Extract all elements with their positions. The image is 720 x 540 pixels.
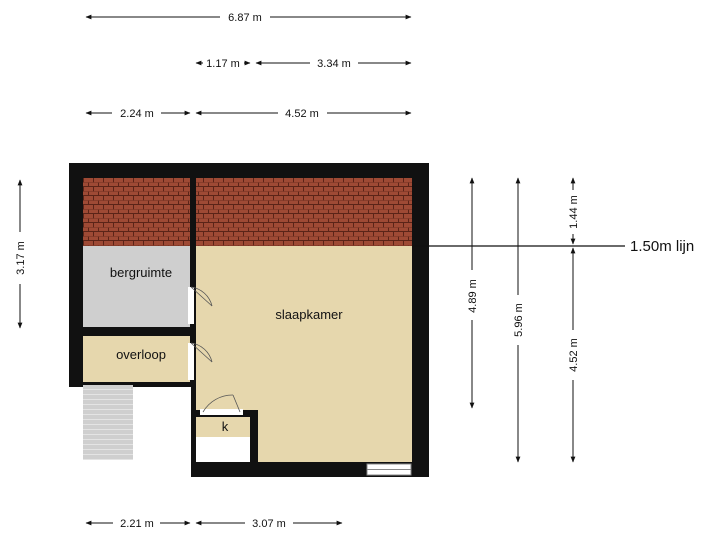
dimension-right-top: 1.44 m — [568, 177, 580, 245]
dimension-label: 3.34 m — [317, 58, 351, 70]
dimension-label: 4.52 m — [285, 108, 319, 120]
dimension-top-mid-left: 1.17 m — [195, 58, 251, 70]
dimension-label: 2.21 m — [120, 518, 154, 530]
dimension-left-height: 3.17 m — [15, 179, 27, 329]
dimension-label: 6.87 m — [228, 12, 262, 24]
dimension-right-outer: 5.96 m — [513, 177, 525, 463]
dimension-label: 4.52 m — [568, 338, 580, 372]
room-label-closet: k — [222, 419, 229, 434]
door-closet — [200, 394, 243, 415]
roof-tiles-right — [196, 178, 412, 246]
dimension-top-mid-right: 3.34 m — [255, 58, 412, 70]
dimension-bottom-right: 3.07 m — [195, 518, 343, 530]
closet-room — [196, 417, 250, 437]
roof-tiles-left — [83, 178, 190, 246]
dimension-label: 2.24 m — [120, 108, 154, 120]
bedroom-room — [196, 246, 412, 462]
dimension-label: 4.89 m — [467, 279, 479, 313]
stairs — [83, 385, 133, 460]
dimension-top-low-left: 2.24 m — [85, 108, 191, 120]
landing-room — [83, 336, 190, 382]
door-landing — [188, 342, 213, 380]
building: bergruimte overloop slaapkamer k — [69, 163, 429, 477]
height-line-150: 1.50m lijn — [412, 238, 694, 255]
dimension-right-bottom: 4.52 m — [568, 247, 580, 463]
room-label-storage: bergruimte — [110, 265, 172, 280]
dimension-label: 3.17 m — [15, 241, 27, 275]
dimension-right-inner: 4.89 m — [467, 177, 479, 409]
closet-lower — [196, 437, 250, 462]
room-label-bedroom: slaapkamer — [275, 307, 343, 322]
dimension-bottom-left: 2.21 m — [85, 518, 191, 530]
dimension-label: 3.07 m — [252, 518, 286, 530]
dimension-top-total: 6.87 m — [85, 12, 412, 24]
door-storage — [188, 286, 213, 324]
dimension-top-low-right: 4.52 m — [195, 108, 412, 120]
dimension-label: 1.44 m — [568, 195, 580, 229]
dimension-label: 1.17 m — [206, 58, 240, 70]
height-line-label: 1.50m lijn — [630, 238, 694, 255]
dimension-label: 5.96 m — [513, 303, 525, 337]
room-label-landing: overloop — [116, 347, 166, 362]
storage-room — [83, 246, 190, 327]
